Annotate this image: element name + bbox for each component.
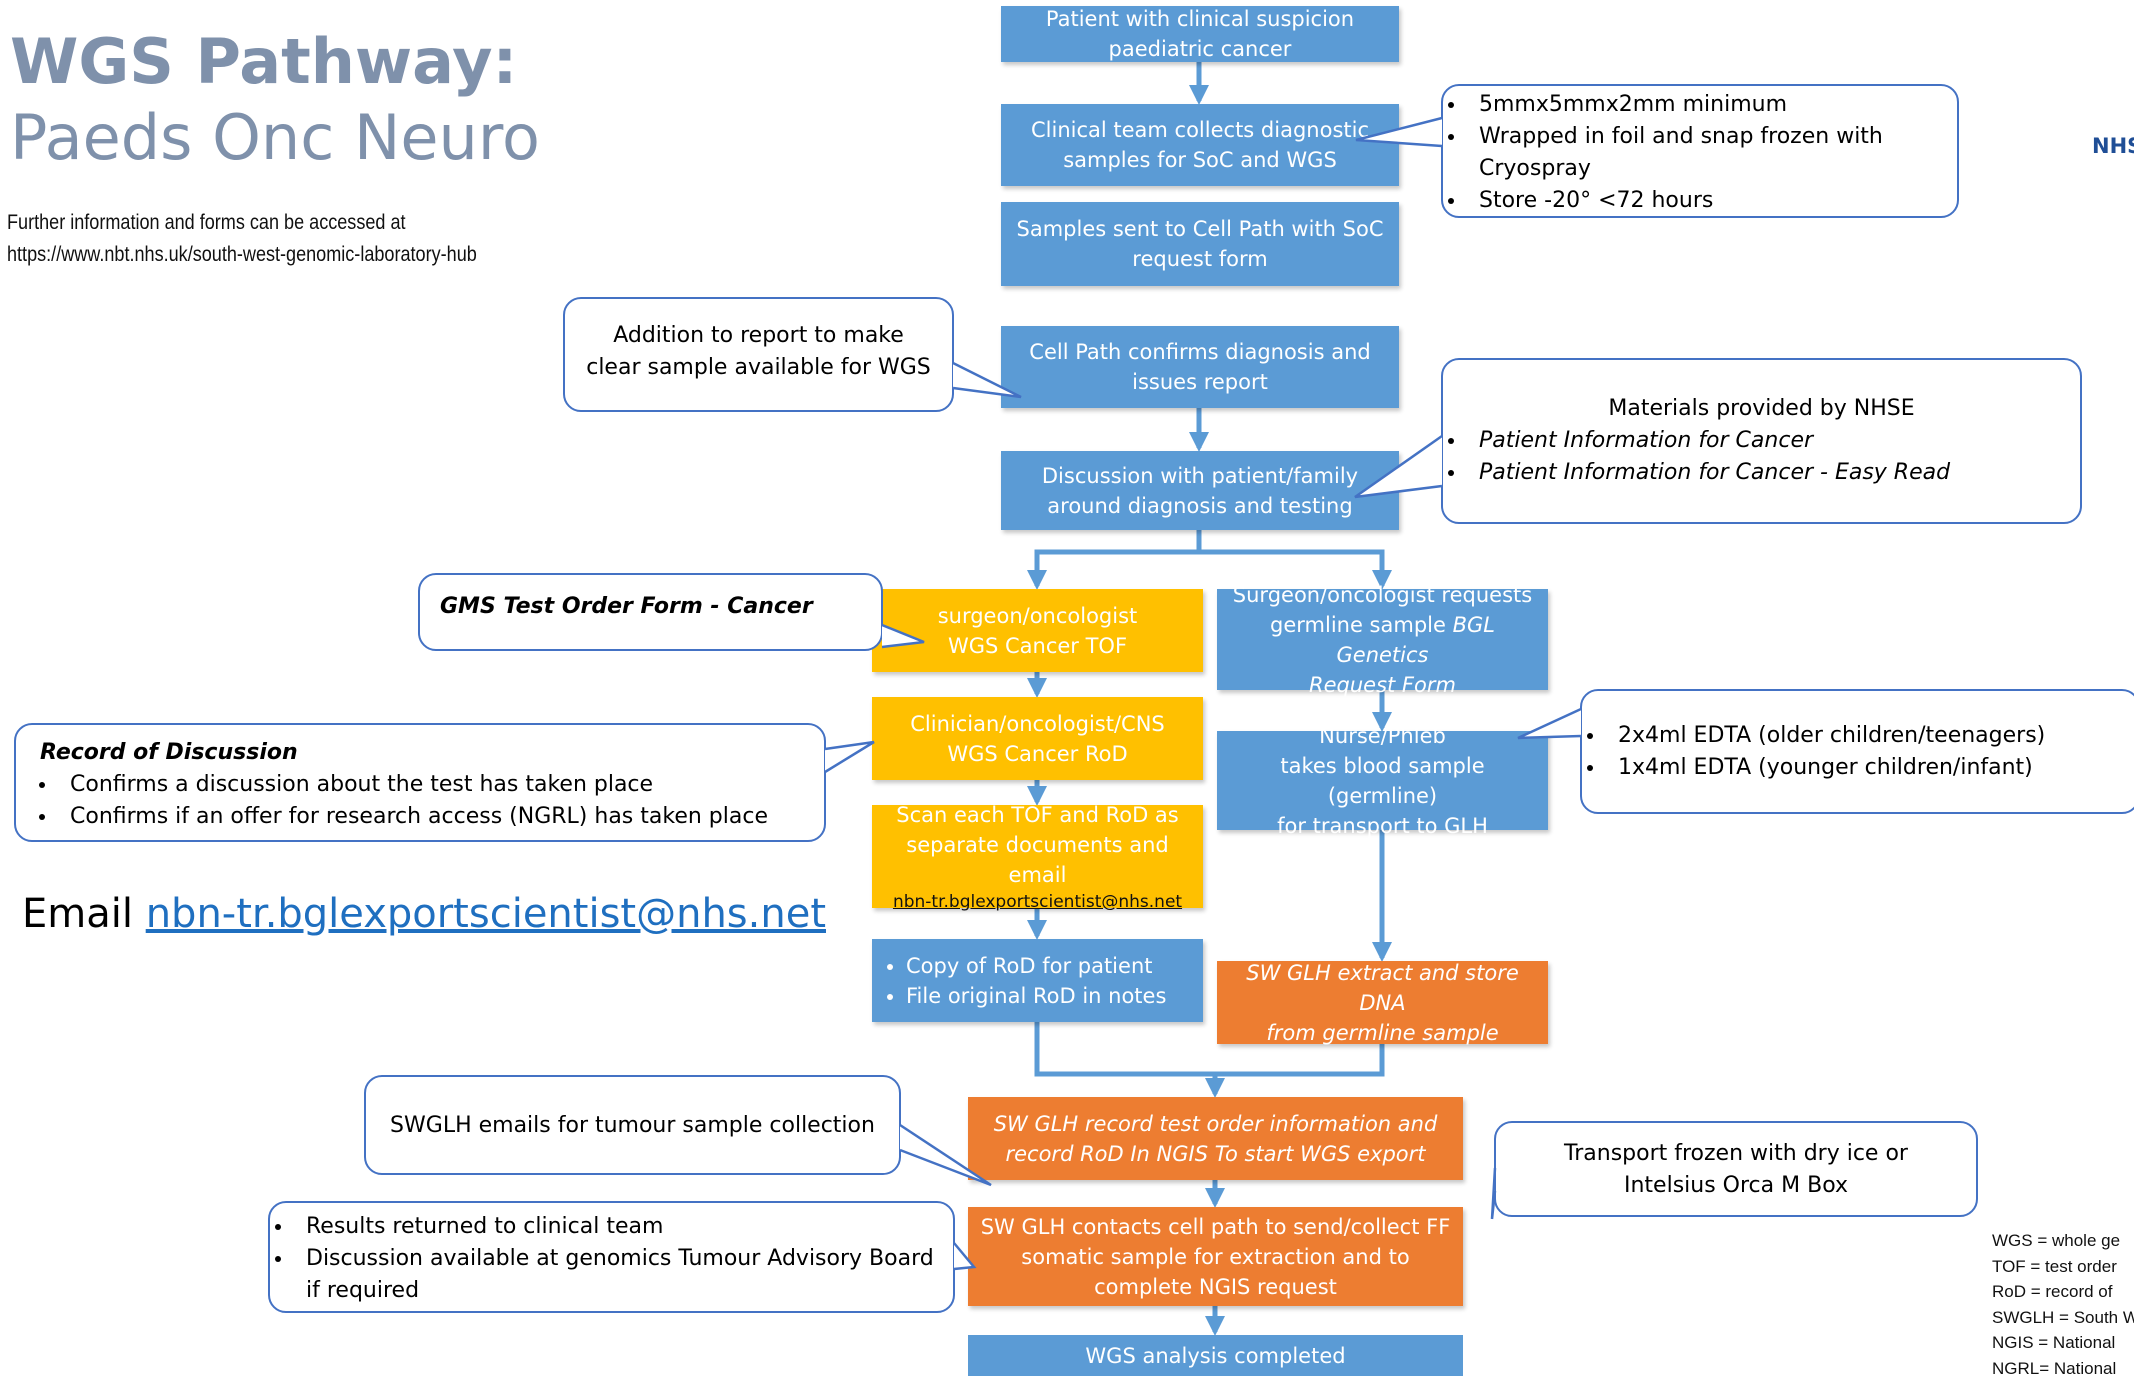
list-item: Confirms a discussion about the test has…: [58, 769, 824, 801]
callout-text-2: Intelsius Orca M Box: [1496, 1170, 1976, 1202]
callout-sample-size: 5mmx5mmx2mm minimum Wrapped in foil and …: [1441, 84, 1959, 218]
step-text-1: WGS analysis completed: [1085, 1341, 1345, 1371]
step-text-1: Discussion with patient/family: [1042, 461, 1358, 491]
step-text-1: SW GLH contacts cell path to send/collec…: [981, 1212, 1451, 1242]
list-item: Patient Information for Cancer: [1467, 425, 2080, 457]
list-item: Discussion available at genomics Tumour …: [294, 1243, 953, 1307]
callout-title: Materials provided by NHSE: [1443, 393, 2080, 425]
step-text-3: for transport to GLH: [1277, 811, 1488, 841]
callout-list: Results returned to clinical team Discus…: [270, 1211, 953, 1307]
step-text-2: germline sample BGL Genetics: [1227, 610, 1538, 670]
list-item: Copy of RoD for patient: [906, 951, 1166, 981]
step-text-2: around diagnosis and testing: [1047, 491, 1352, 521]
step-text-2: samples for SoC and WGS: [1063, 145, 1337, 175]
step-text-1: Samples sent to Cell Path with SoC: [1017, 214, 1384, 244]
callout-title: Record of Discussion: [40, 737, 824, 769]
copy-rod-list: Copy of RoD for patient File original Ro…: [882, 951, 1166, 1011]
callout-transport: Transport frozen with dry ice or Intelsi…: [1494, 1121, 1978, 1217]
step-scan-and-email: Scan each TOF and RoD as separate docume…: [872, 805, 1203, 908]
callout-text-1: Addition to report to make: [565, 320, 952, 352]
step-text-1: surgeon/oncologist: [938, 601, 1138, 631]
step-text-2: from germline sample: [1266, 1018, 1498, 1048]
callout-list: Patient Information for Cancer Patient I…: [1443, 425, 2080, 489]
list-item: 2x4ml EDTA (older children/teenagers): [1606, 720, 2134, 752]
callout-swglh-email: SWGLH emails for tumour sample collectio…: [364, 1075, 901, 1175]
callout-list: 2x4ml EDTA (older children/teenagers) 1x…: [1582, 720, 2134, 784]
callout-results: Results returned to clinical team Discus…: [268, 1201, 955, 1313]
step-text-3: Request Form: [1309, 670, 1456, 700]
step-extract-dna: SW GLH extract and store DNA from germli…: [1217, 961, 1548, 1044]
list-item: Wrapped in foil and snap frozen with Cry…: [1467, 121, 1957, 185]
step-wgs-analysis: WGS analysis completed: [968, 1335, 1463, 1376]
callout-list: 5mmx5mmx2mm minimum Wrapped in foil and …: [1443, 89, 1957, 217]
callout-record-of-discussion: Record of Discussion Confirms a discussi…: [14, 723, 826, 842]
callout-gms-form: GMS Test Order Form - Cancer: [418, 573, 883, 651]
step-wgs-cancer-rod: Clinician/oncologist/CNS WGS Cancer RoD: [872, 697, 1203, 780]
step-discussion: Discussion with patient/family around di…: [1001, 451, 1399, 530]
list-item: Store -20° <72 hours: [1467, 185, 1957, 217]
merge-line-right: [1215, 1044, 1382, 1074]
scan-email-link[interactable]: nbn-tr.bglexportscientist@nhs.net: [893, 890, 1182, 914]
step-text-2a: germline sample: [1270, 613, 1453, 637]
callout-text-1: Transport frozen with dry ice or: [1496, 1138, 1976, 1170]
step-text-2: issues report: [1132, 367, 1268, 397]
step-wgs-cancer-tof: surgeon/oncologist WGS Cancer TOF: [872, 589, 1203, 672]
step-text-2: paediatric cancer: [1109, 34, 1292, 64]
step-text-2: WGS Cancer TOF: [948, 631, 1127, 661]
step-cell-path-confirms: Cell Path confirms diagnosis and issues …: [1001, 326, 1399, 408]
step-samples-sent: Samples sent to Cell Path with SoC reque…: [1001, 202, 1399, 286]
list-item: File original RoD in notes: [906, 981, 1166, 1011]
merge-line-left: [1037, 1022, 1215, 1094]
step-text-1: Clinical team collects diagnostic: [1031, 115, 1369, 145]
list-item: 5mmx5mmx2mm minimum: [1467, 89, 1957, 121]
step-text-1: Cell Path confirms diagnosis and: [1029, 337, 1370, 367]
step-copy-rod: Copy of RoD for patient File original Ro…: [872, 939, 1203, 1022]
callout-materials: Materials provided by NHSE Patient Infor…: [1441, 358, 2082, 524]
list-item: Confirms if an offer for research access…: [58, 801, 824, 833]
step-text-2: WGS Cancer RoD: [947, 739, 1127, 769]
list-item: Patient Information for Cancer - Easy Re…: [1467, 457, 2080, 489]
callout-text: SWGLH emails for tumour sample collectio…: [366, 1110, 899, 1142]
step-text-3: complete NGIS request: [1094, 1272, 1337, 1302]
step-text-1: Nurse/Phleb: [1319, 721, 1446, 751]
step-text-2: somatic sample for extraction and to: [1021, 1242, 1409, 1272]
step-text-2: record RoD In NGIS To start WGS export: [1005, 1139, 1425, 1169]
step-text-1: Patient with clinical suspicion: [1046, 4, 1354, 34]
step-text-1: Scan each TOF and RoD as: [896, 800, 1179, 830]
branch-line: [1037, 530, 1199, 586]
callout-text-2: clear sample available for WGS: [565, 352, 952, 384]
step-text-1: SW GLH record test order information and: [994, 1109, 1438, 1139]
step-text-2: separate documents and email: [882, 830, 1193, 890]
callout-edta: 2x4ml EDTA (older children/teenagers) 1x…: [1580, 689, 2134, 814]
step-text-1: Clinician/oncologist/CNS: [910, 709, 1164, 739]
step-text-2: takes blood sample (germline): [1227, 751, 1538, 811]
step-text-1: SW GLH extract and store DNA: [1227, 958, 1538, 1018]
step-collect-samples: Clinical team collects diagnostic sample…: [1001, 104, 1399, 186]
step-record-test-order: SW GLH record test order information and…: [968, 1097, 1463, 1180]
step-blood-sample: Nurse/Phleb takes blood sample (germline…: [1217, 731, 1548, 830]
step-germline-request: Surgeon/oncologist requests germline sam…: [1217, 589, 1548, 690]
callout-text: GMS Test Order Form - Cancer: [440, 591, 881, 623]
step-text-1: Surgeon/oncologist requests: [1233, 580, 1532, 610]
callout-addition-to-report: Addition to report to make clear sample …: [563, 297, 954, 412]
callout-list: Confirms a discussion about the test has…: [40, 769, 824, 833]
list-item: Results returned to clinical team: [294, 1211, 953, 1243]
step-text-2: request form: [1132, 244, 1267, 274]
step-clinical-suspicion: Patient with clinical suspicion paediatr…: [1001, 6, 1399, 62]
step-contact-cell-path: SW GLH contacts cell path to send/collec…: [968, 1207, 1463, 1306]
list-item: 1x4ml EDTA (younger children/infant): [1606, 752, 2134, 784]
